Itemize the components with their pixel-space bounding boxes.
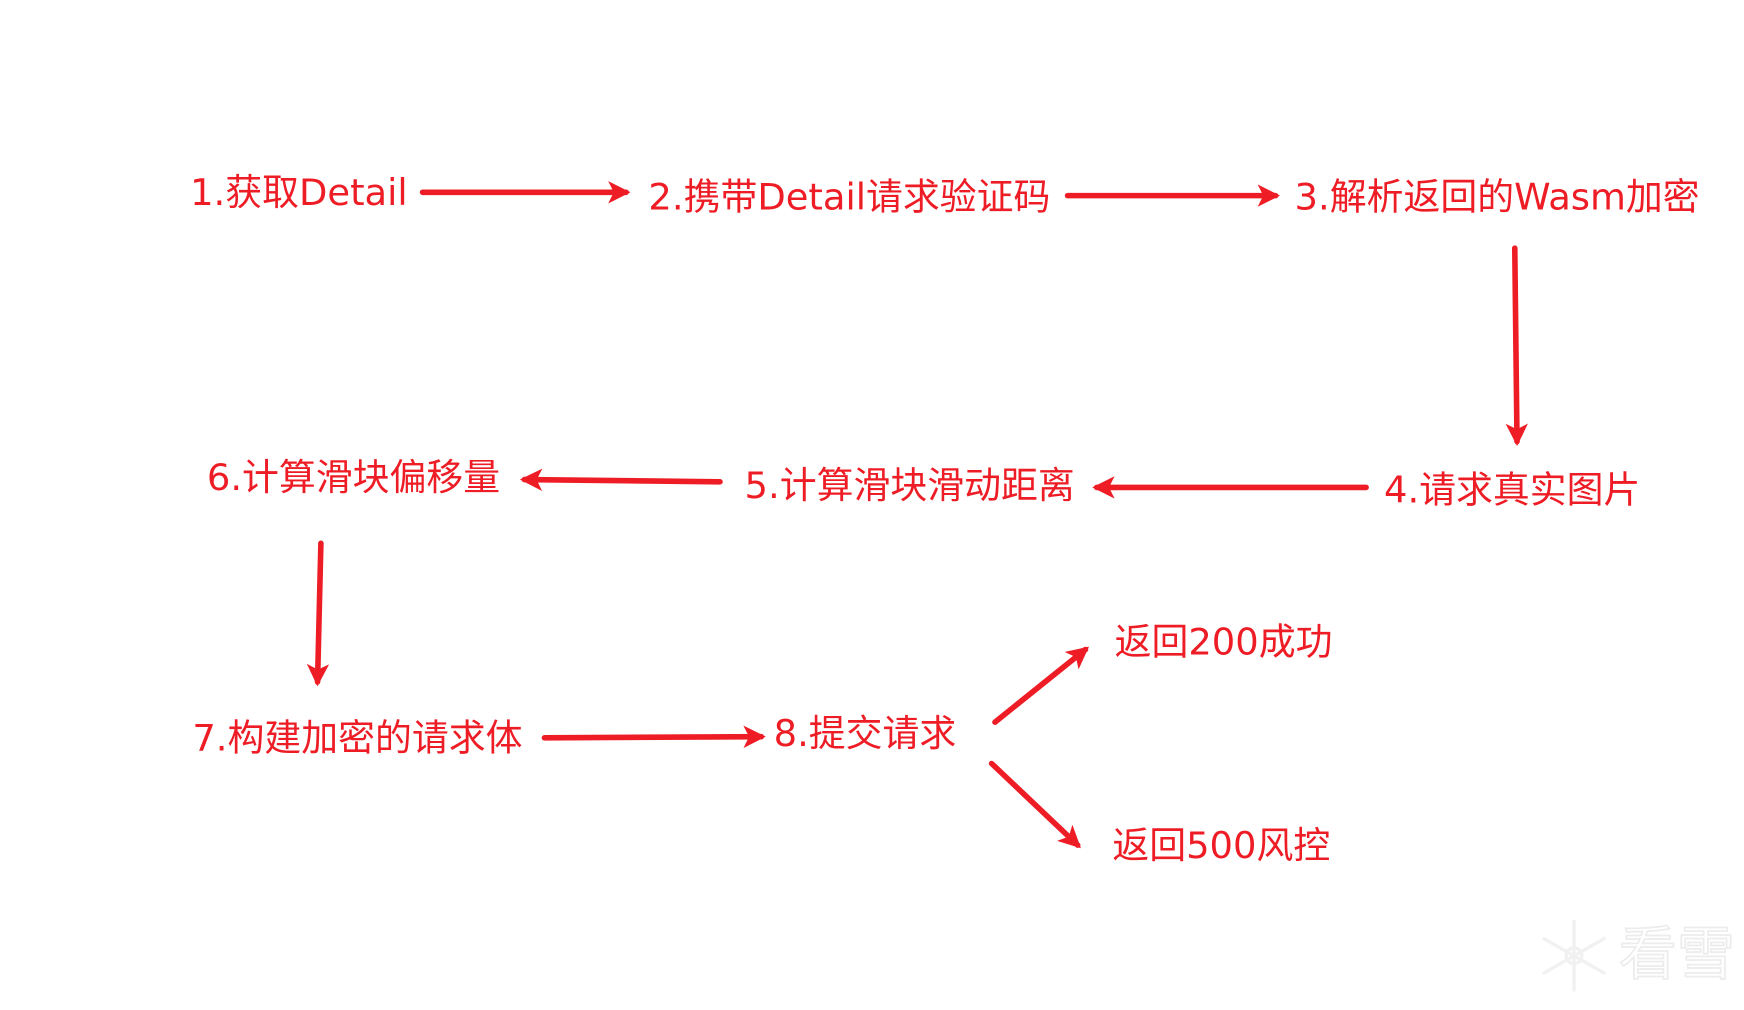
snowflake-icon <box>1541 920 1607 992</box>
step-4-label: 4.请求真实图片 <box>1384 468 1640 511</box>
arrow-7-8 <box>541 725 766 748</box>
step-5-label: 5.计算滑块滑动距离 <box>745 464 1075 507</box>
arrow-5-6 <box>519 468 723 491</box>
step-7-label: 7.构建加密的请求体 <box>192 717 522 760</box>
arrow-6-7 <box>306 540 330 687</box>
step-3-label: 3.解析返回的Wasm加密 <box>1295 175 1700 218</box>
step-1-label: 1.获取Detail <box>190 171 408 214</box>
watermark-text: 看雪 <box>1619 920 1735 988</box>
arrow-8-risk <box>988 760 1081 849</box>
step-6-label: 6.计算滑块偏移量 <box>207 456 500 499</box>
step-8-label: 8.提交请求 <box>774 712 957 755</box>
watermark: 看雪 <box>1541 919 1736 992</box>
result-risk-label: 返回500风控 <box>1112 824 1330 867</box>
result-success-label: 返回200成功 <box>1115 620 1333 663</box>
arrow-8-success <box>992 646 1090 725</box>
arrow-3-4 <box>1505 245 1528 447</box>
step-2-label: 2.携带Detail请求验证码 <box>648 175 1050 218</box>
